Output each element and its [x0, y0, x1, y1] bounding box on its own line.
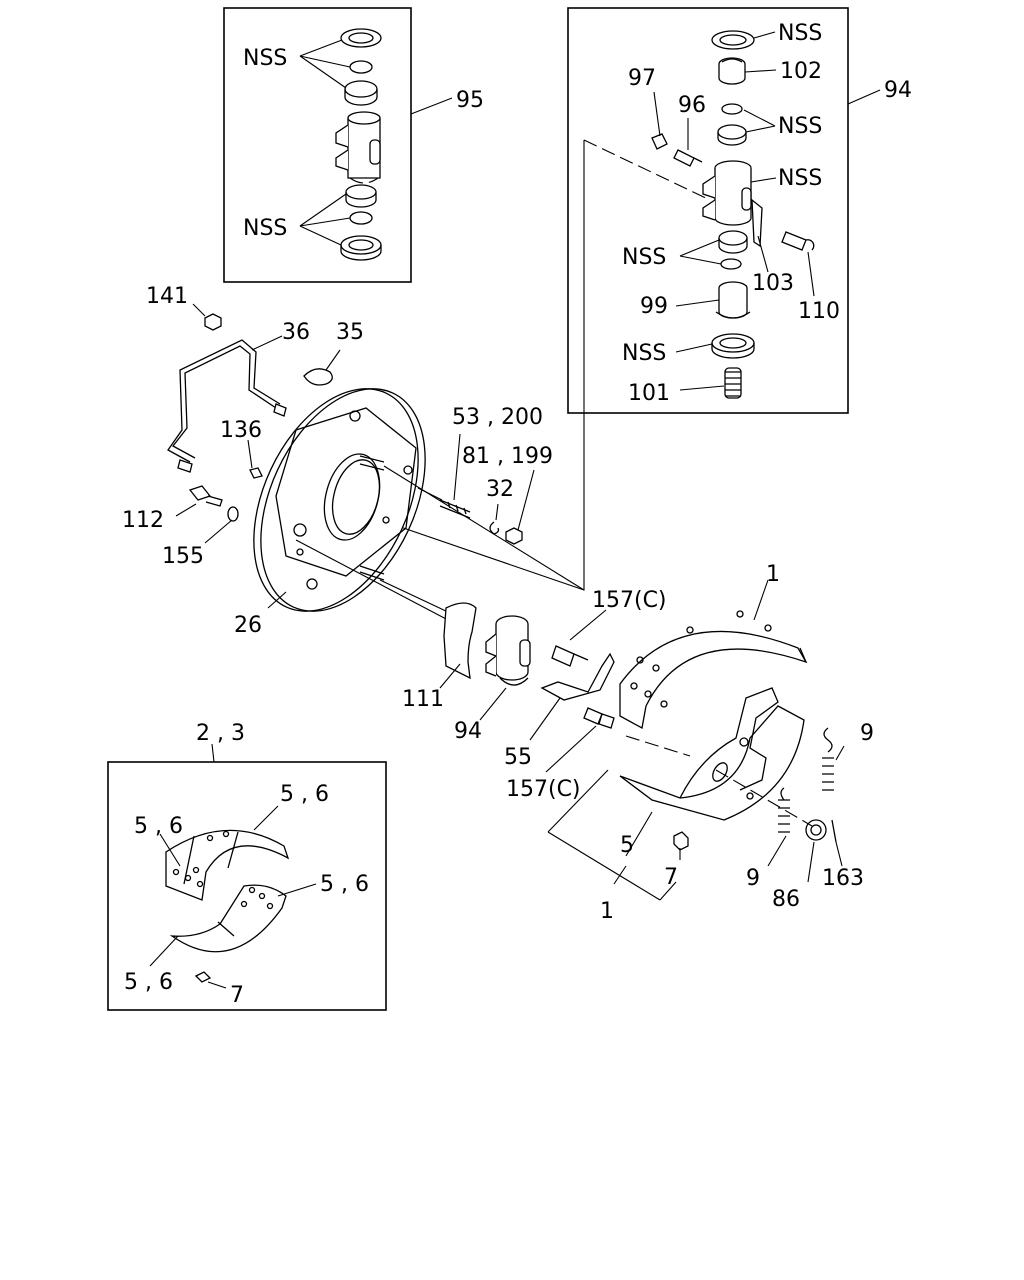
label-111: 111 — [402, 687, 444, 712]
label-nss: NSS — [778, 21, 822, 46]
label-155: 155 — [162, 544, 204, 569]
inset-box-94 — [567, 7, 881, 414]
label-102: 102 — [780, 59, 822, 84]
label-nss: NSS — [778, 166, 822, 191]
label-53-200: 53 , 200 — [452, 405, 543, 430]
inset-box-2-3 — [107, 743, 387, 1011]
label-97: 97 — [628, 66, 656, 91]
inset-box-95 — [223, 7, 453, 283]
label-36: 36 — [282, 320, 310, 345]
label-136: 136 — [220, 418, 262, 443]
label-157c: 157(C) — [592, 588, 667, 613]
label-nss: NSS — [622, 341, 666, 366]
label-5-6: 5 , 6 — [124, 970, 173, 995]
label-86: 86 — [772, 887, 800, 912]
label-nss: NSS — [622, 245, 666, 270]
label-94: 94 — [454, 719, 482, 744]
label-101: 101 — [628, 381, 670, 406]
label-157c: 157(C) — [506, 777, 581, 802]
label-94: 94 — [884, 78, 912, 103]
label-2-3: 2 , 3 — [196, 721, 245, 746]
label-5-6: 5 , 6 — [280, 782, 329, 807]
label-32: 32 — [486, 477, 514, 502]
label-9: 9 — [860, 721, 874, 746]
label-112: 112 — [122, 508, 164, 533]
label-110: 110 — [798, 299, 840, 324]
label-103: 103 — [752, 271, 794, 296]
wheel-cylinder-group — [439, 602, 615, 773]
label-1: 1 — [766, 562, 780, 587]
label-5: 5 — [620, 833, 634, 858]
label-7: 7 — [664, 865, 678, 890]
label-9: 9 — [746, 866, 760, 891]
label-7: 7 — [230, 983, 244, 1008]
label-nss: NSS — [243, 46, 287, 71]
label-26: 26 — [234, 613, 262, 638]
label-35: 35 — [336, 320, 364, 345]
label-nss: NSS — [778, 114, 822, 139]
label-5-6: 5 , 6 — [134, 814, 183, 839]
label-5-6: 5 , 6 — [320, 872, 369, 897]
label-55: 55 — [504, 745, 532, 770]
label-nss: NSS — [243, 216, 287, 241]
label-81-199: 81 , 199 — [462, 444, 553, 469]
label-96: 96 — [678, 93, 706, 118]
brake-shoes — [547, 579, 845, 901]
label-99: 99 — [640, 294, 668, 319]
label-1: 1 — [600, 899, 614, 924]
backing-plate-assembly — [167, 303, 585, 621]
label-95: 95 — [456, 88, 484, 113]
label-163: 163 — [822, 866, 864, 891]
label-141: 141 — [146, 284, 188, 309]
